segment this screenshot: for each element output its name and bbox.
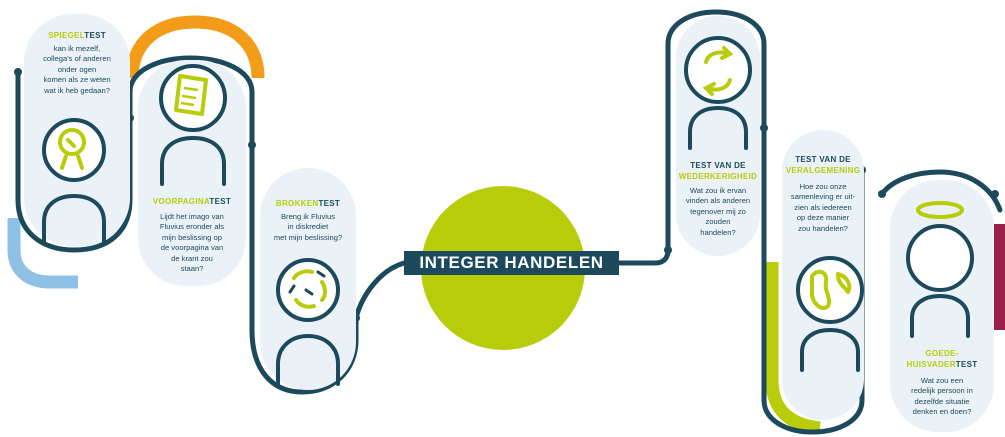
orange-accent-arc <box>125 15 265 79</box>
road-segment-spiegel <box>15 69 133 253</box>
person-shoulders <box>42 193 106 244</box>
maroon-accent-bar <box>994 224 1005 330</box>
road-segment-wederkerigheid <box>665 9 767 403</box>
card-goedehuisvader <box>890 180 994 432</box>
road-dot <box>878 190 886 198</box>
title-brokkentest: BROKKENTEST <box>275 199 341 208</box>
person-head <box>42 118 106 182</box>
road-segment-brokken <box>353 260 407 321</box>
road-segment-goedehuisvader <box>879 169 1003 213</box>
person-head <box>906 224 974 292</box>
title-voorpaginatest: VOORPAGINATEST <box>152 197 232 206</box>
title-goedehuisvader: GOEDE-HUISVADERTEST <box>906 349 978 369</box>
title-spiegeltest: SPIEGELTEST <box>48 31 106 40</box>
road-dot <box>248 141 256 149</box>
person-shoulders <box>276 333 340 386</box>
person-shoulders <box>160 135 226 186</box>
road-dot <box>14 68 22 76</box>
center-banner: INTEGER HANDELEN <box>404 251 619 275</box>
road-segment-veralgemening <box>761 167 865 435</box>
person-shoulders <box>688 105 748 150</box>
road-segment-voorpagina <box>127 55 359 395</box>
person-shoulders <box>910 293 970 338</box>
person-head <box>684 36 752 104</box>
road-dot <box>991 190 999 198</box>
lightblue-accent-arc <box>7 218 78 289</box>
road-dot <box>760 124 768 132</box>
broken-pieces-icon <box>288 269 327 309</box>
halo-icon <box>916 201 964 219</box>
reciprocity-arrows-icon <box>702 46 734 96</box>
magnifier-bulb-icon <box>58 128 86 170</box>
globe-icon <box>810 269 852 311</box>
lime-accent-band <box>765 262 821 435</box>
person-head <box>796 256 864 324</box>
road-dot <box>664 246 672 254</box>
person-shoulders <box>800 327 860 372</box>
newspaper-icon <box>174 74 208 116</box>
